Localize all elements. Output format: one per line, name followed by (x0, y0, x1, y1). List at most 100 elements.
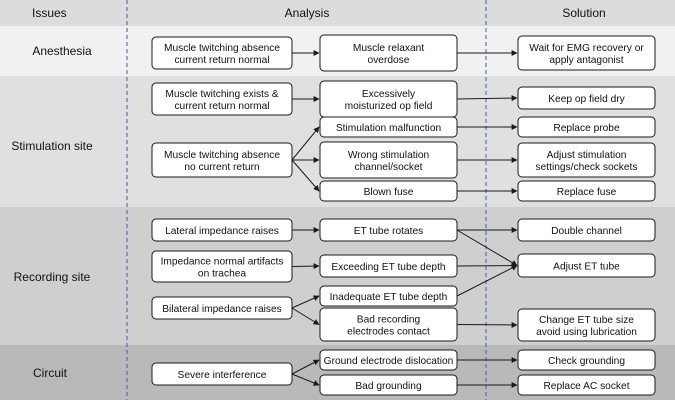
node-label: Ground electrode dislocation (324, 356, 454, 367)
node-label: Wait for EMG recovery or (529, 43, 644, 54)
node-label: current return normal (174, 101, 269, 112)
node-box (319, 141, 458, 179)
header-solution: Solution (562, 6, 605, 20)
node-box (151, 362, 293, 386)
node-label: Replace fuse (557, 187, 617, 198)
node-c-solution2: Replace AC socket (517, 374, 656, 396)
node-c-solution1: Check grounding (517, 349, 656, 371)
node-box (319, 374, 458, 396)
node-label: Muscle twitching exists & (165, 89, 278, 100)
node-box (517, 253, 656, 278)
header-issues: Issues (32, 6, 67, 20)
node-label: Excessively (362, 89, 416, 100)
node-label: apply antagonist (549, 55, 623, 66)
node-box (517, 349, 656, 371)
node-label: no current return (184, 162, 259, 173)
node-box (517, 374, 656, 396)
node-box (319, 34, 458, 72)
node-box (517, 86, 656, 110)
node-label: Exceeding ET tube depth (331, 262, 445, 273)
node-label: channel/socket (355, 162, 423, 173)
section-recording-site: Recording site (14, 270, 91, 284)
node-label: Adjust ET tube (553, 261, 620, 272)
node-label: settings/check sockets (536, 162, 638, 173)
connector-r-analysis1-to-r-solution2 (456, 229, 518, 266)
node-box (151, 82, 293, 116)
node-label: Double channel (551, 226, 622, 237)
connector-r-cause3-to-r-analysis3 (291, 295, 320, 309)
node-label: Replace probe (553, 123, 620, 134)
node-label: Muscle relaxant (353, 43, 425, 54)
node-r-analysis2: Exceeding ET tube depth (319, 254, 458, 278)
node-s-solution2: Replace probe (517, 116, 656, 138)
node-box (151, 218, 293, 242)
node-label: electrodes contact (347, 326, 430, 337)
node-box (151, 296, 293, 320)
node-r-solution2: Adjust ET tube (517, 253, 656, 278)
node-r-solution1: Double channel (517, 218, 656, 242)
node-label: Keep op field dry (548, 94, 625, 105)
node-label: Inadequate ET tube depth (330, 292, 448, 303)
node-label: Change ET tube size (539, 315, 634, 326)
node-box (319, 307, 458, 342)
node-box (517, 180, 656, 202)
node-box (517, 308, 656, 342)
node-label: Bad recording (357, 314, 421, 325)
node-box (319, 349, 458, 371)
node-label: ET tube rotates (354, 226, 423, 237)
node-c-cause: Severe interference (151, 362, 293, 386)
node-label: current return normal (174, 55, 269, 66)
node-label: Check grounding (548, 356, 625, 367)
section-circuit: Circuit (33, 366, 68, 380)
connector-c-cause-to-c-analysis1 (291, 359, 320, 375)
node-s-analysis4: Blown fuse (319, 180, 458, 202)
node-label: Blown fuse (364, 187, 414, 198)
node-label: Severe interference (178, 370, 267, 381)
node-box (319, 254, 458, 278)
node-c-analysis2: Bad grounding (319, 374, 458, 396)
node-label: Impedance normal artifacts (161, 256, 284, 267)
node-r-cause1: Lateral impedance raises (151, 218, 293, 242)
node-c-analysis1: Ground electrode dislocation (319, 349, 458, 371)
node-box (517, 142, 656, 178)
node-box (319, 218, 458, 242)
connector-r-analysis2-to-r-solution2 (456, 262, 518, 269)
node-label: Lateral impedance raises (165, 226, 279, 237)
node-label: Replace AC socket (543, 381, 629, 392)
connector-s-analysis1-to-s-solution1 (456, 95, 518, 102)
header-band (0, 0, 675, 26)
node-box (151, 142, 293, 178)
node-boxes: Muscle twitching absence current return n… (151, 34, 656, 396)
node-r-cause3: Bilateral impedance raises (151, 296, 293, 320)
node-label: Stimulation malfunction (336, 123, 441, 134)
connector-c-cause-to-c-analysis2 (291, 373, 320, 386)
node-s-solution1: Keep op field dry (517, 86, 656, 110)
connectors (291, 50, 518, 388)
node-box (517, 116, 656, 138)
node-box (319, 180, 458, 202)
section-stimulation-site: Stimulation site (11, 139, 93, 153)
node-label: Muscle twitching absence (164, 150, 280, 161)
node-label: avoid using lubrication (536, 327, 637, 338)
node-label: on trachea (198, 268, 246, 279)
connector-s-cause2-to-s-analysis2 (291, 126, 320, 161)
node-label: Bilateral impedance raises (162, 304, 281, 315)
node-box (319, 116, 458, 138)
node-box (319, 285, 458, 307)
node-r-analysis3: Inadequate ET tube depth (319, 285, 458, 307)
node-box (517, 218, 656, 242)
header-analysis: Analysis (285, 6, 330, 20)
connector-r-cause2-to-r-analysis2 (291, 263, 320, 270)
node-label: Wrong stimulation (348, 150, 429, 161)
node-r-analysis1: ET tube rotates (319, 218, 458, 242)
node-box (517, 35, 656, 71)
